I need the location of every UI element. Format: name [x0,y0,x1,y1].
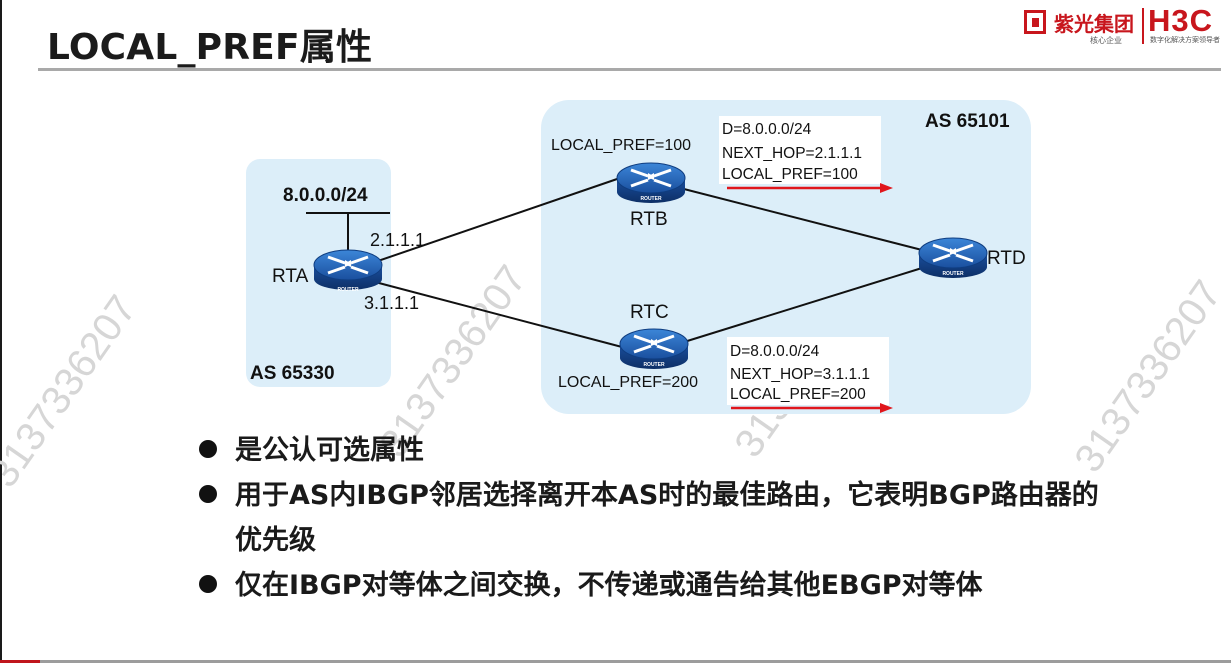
update-rtc-next-hop: NEXT_HOP=3.1.1.1 [730,366,870,383]
update-arrowhead-rtb [880,183,893,193]
router-badges: ROUTER ROUTER ROUTER ROUTER [337,196,964,368]
bullet-item: 仅在IBGP对等体之间交换，不传递或通告给其他EBGP对等体 [195,563,1115,608]
logo-divider [1142,8,1144,44]
link-rtb-rtd [679,187,923,251]
as-65101-label: AS 65101 [925,111,1010,132]
slide-bottom-accent [0,660,40,663]
link-rta-rtc [374,281,623,348]
link-lines [306,177,923,348]
router-badge: ROUTER [337,287,359,293]
router-rta-label: RTA [272,266,309,287]
rtb-local-pref-label: LOCAL_PREF=100 [551,137,691,154]
router-badge: ROUTER [643,362,665,368]
update-arrowhead-rtc [880,403,893,413]
bullet-item: 用于AS内IBGP邻居选择离开本AS时的最佳路由，它表明BGP路由器的优先级 [195,473,1115,563]
router-rtb-label: RTB [630,209,668,230]
update-text-rtb: D=8.0.0.0/24 NEXT_HOP=2.1.1.1 LOCAL_PREF… [722,121,862,183]
ip-label-rta-rtc: 3.1.1.1 [364,293,419,313]
slide-bottom-border [0,660,1231,663]
title-underline [38,68,1221,71]
unisplendour-logo-icon [1024,10,1046,34]
ip-label-rta-rtb: 2.1.1.1 [370,230,425,250]
update-rtb-local-pref: LOCAL_PREF=100 [722,166,858,183]
watermark-text: 3137336207 [0,288,145,495]
slide-title: LOCAL_PREF属性 [47,27,373,68]
router-rta-icon [312,248,384,292]
rtc-local-pref-label: LOCAL_PREF=200 [558,374,698,391]
bullet-list: 是公认可选属性 用于AS内IBGP邻居选择离开本AS时的最佳路由，它表明BGP路… [195,428,1115,608]
update-box-rtc [727,337,889,405]
router-rtc-label: RTC [630,302,669,323]
update-rtc-dest: D=8.0.0.0/24 [730,343,820,360]
router-badge: ROUTER [942,271,964,277]
prefix-label: 8.0.0.0/24 [283,185,368,206]
update-box-rtb [719,116,881,184]
update-rtc-local-pref: LOCAL_PREF=200 [730,386,866,403]
update-rtb-dest: D=8.0.0.0/24 [722,121,812,138]
slide-left-border [0,0,2,663]
h3c-logo: 紫光集团 核心企业 H3C 数字化解决方案领导者 [1024,3,1231,50]
router-badge: ROUTER [640,196,662,202]
as-65330-label: AS 65330 [250,363,335,384]
logo-brand-sub-cn: 核心企业 [1090,36,1122,45]
bullet-item: 是公认可选属性 [195,428,1115,473]
update-rtb-next-hop: NEXT_HOP=2.1.1.1 [722,145,862,162]
logo-brand-cn: 紫光集团 [1054,12,1134,36]
link-rtc-rtd [683,267,923,343]
logo-brand-sub-en: 数字化解决方案领导者 [1150,36,1220,44]
link-rta-rtb [374,177,621,263]
router-rtd-label: RTD [987,248,1026,269]
logo-brand-en: H3C [1148,3,1214,38]
update-text-rtc: D=8.0.0.0/24 NEXT_HOP=3.1.1.1 LOCAL_PREF… [730,343,870,403]
